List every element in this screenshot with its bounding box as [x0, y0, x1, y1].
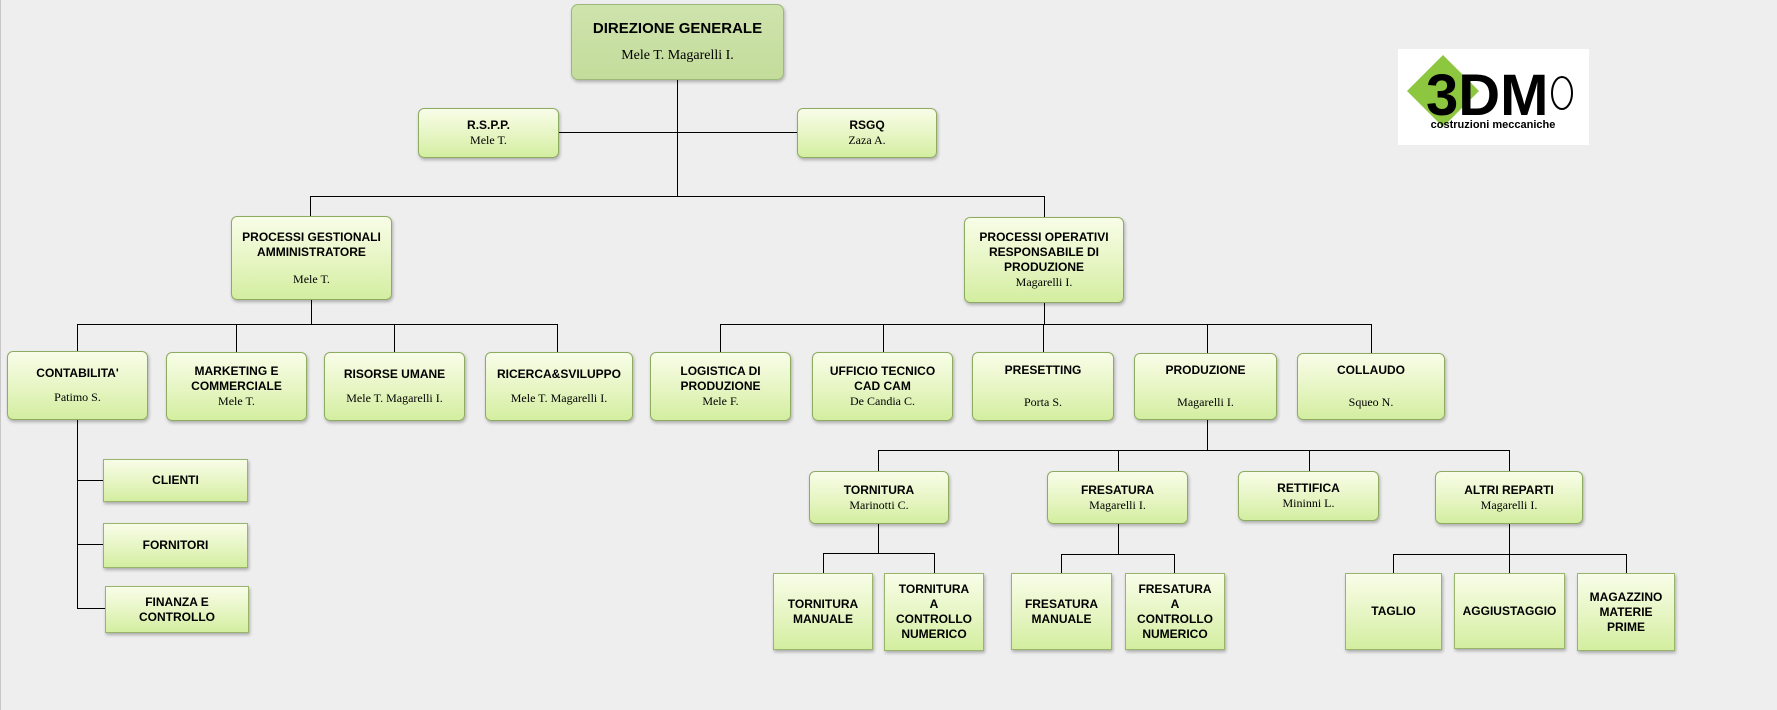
ricerca-sviluppo-box: RICERCA&SVILUPPO Mele T. Magarelli I. — [485, 352, 633, 421]
box-name: Porta S. — [1023, 395, 1062, 409]
box-name: Mele T. — [470, 133, 507, 147]
box-name: Mininni L. — [1282, 496, 1335, 510]
contabilita-box: CONTABILITA' Patimo S. — [7, 351, 148, 420]
box-name: Mele T. Magarelli I. — [621, 47, 734, 63]
fornitori-box: FORNITORI — [103, 523, 248, 568]
box-title: FINANZA E CONTROLLO — [139, 594, 215, 624]
box-title: FRESATURA A CONTROLLO NUMERICO — [1137, 581, 1213, 641]
box-title: TORNITURA — [843, 482, 915, 497]
box-title: TAGLIO — [1371, 604, 1416, 618]
box-name: Patimo S. — [54, 390, 101, 404]
marketing-commerciale-box: MARKETING E COMMERCIALE Mele T. — [166, 352, 307, 421]
aggiustaggio-box: AGGIUSTAGGIO — [1454, 573, 1565, 649]
box-name: Squeo N. — [1348, 395, 1394, 409]
ufficio-tecnico-box: UFFICIO TECNICO CAD CAM De Candia C. — [812, 352, 953, 421]
box-title: LOGISTICA DI PRODUZIONE — [680, 364, 761, 393]
box-title: RISORSE UMANE — [343, 367, 446, 381]
box-title: RETTIFICA — [1277, 481, 1340, 495]
box-title: PROCESSI OPERATIVI RESPONSABILE DI PRODU… — [979, 230, 1109, 274]
processi-operativi-box: PROCESSI OPERATIVI RESPONSABILE DI PRODU… — [964, 217, 1124, 303]
rsgq-box: RSGQ Zaza A. — [797, 108, 937, 158]
taglio-box: TAGLIO — [1345, 573, 1442, 650]
rspp-box: R.S.P.P. Mele T. — [418, 108, 559, 158]
altri-reparti-box: ALTRI REPARTI Magarelli I. — [1435, 471, 1583, 524]
fresatura-manuale-box: FRESATURA MANUALE — [1011, 573, 1112, 650]
magazzino-materie-prime-box: MAGAZZINO MATERIE PRIME — [1577, 573, 1675, 651]
clienti-box: CLIENTI — [103, 459, 248, 502]
box-title: FRESATURA MANUALE — [1024, 596, 1099, 626]
finanza-controllo-box: FINANZA E CONTROLLO — [105, 586, 249, 633]
logistica-produzione-box: LOGISTICA DI PRODUZIONE Mele F. — [650, 352, 791, 421]
box-title: FORNITORI — [142, 538, 209, 552]
box-title: PRESETTING — [1004, 363, 1082, 377]
direzione-generale-box: DIREZIONE GENERALE Mele T. Magarelli I. — [571, 4, 784, 80]
box-name: Mele T. Magarelli I. — [510, 391, 608, 405]
box-name: Mele T. — [293, 271, 330, 286]
box-title: CONTABILITA' — [36, 366, 119, 380]
box-name: Mele T. Magarelli I. — [346, 391, 443, 405]
box-title: R.S.P.P. — [467, 118, 510, 132]
box-title: PROCESSI GESTIONALI AMMINISTRATORE — [242, 229, 381, 259]
box-title: UFFICIO TECNICO CAD CAM — [829, 364, 936, 393]
box-title: PRODUZIONE — [1165, 363, 1246, 377]
box-name: De Candia C. — [850, 394, 915, 408]
box-title: ALTRI REPARTI — [1464, 482, 1554, 497]
tornitura-box: TORNITURA Marinotti C. — [809, 471, 949, 524]
logo-swoosh — [1551, 76, 1573, 110]
presetting-box: PRESETTING Porta S. — [972, 352, 1114, 421]
box-title: CLIENTI — [152, 473, 199, 487]
box-name: Mele T. — [218, 394, 255, 408]
box-name: Mele F. — [702, 394, 739, 408]
box-name: Magarelli I. — [1480, 497, 1538, 512]
logo-text: 3DM — [1426, 63, 1548, 128]
box-title: RSGQ — [849, 118, 885, 132]
logo-graphic: 3DM costruzioni meccaniche — [1407, 55, 1573, 131]
box-name: Magarelli I. — [1089, 497, 1146, 512]
company-logo: 3DM costruzioni meccaniche — [1398, 49, 1589, 145]
window-left-edge — [0, 0, 1, 710]
box-title: MAGAZZINO MATERIE PRIME — [1589, 589, 1663, 634]
logo-diamond — [1407, 55, 1479, 127]
box-name: Magarelli I. — [1015, 275, 1073, 289]
produzione-box: PRODUZIONE Magarelli I. — [1134, 353, 1277, 420]
fresatura-cn-box: FRESATURA A CONTROLLO NUMERICO — [1125, 573, 1225, 650]
box-name: Magarelli I. — [1177, 395, 1234, 409]
tornitura-manuale-box: TORNITURA MANUALE — [773, 573, 873, 650]
box-title: TORNITURA MANUALE — [787, 596, 859, 626]
tornitura-cn-box: TORNITURA A CONTROLLO NUMERICO — [884, 573, 984, 651]
box-name: Marinotti C. — [849, 497, 909, 512]
box-title: FRESATURA — [1080, 482, 1155, 497]
box-name: Zaza A. — [848, 133, 886, 147]
box-title: MARKETING E COMMERCIALE — [191, 364, 282, 393]
box-title: AGGIUSTAGGIO — [1462, 603, 1557, 618]
processi-gestionali-box: PROCESSI GESTIONALI AMMINISTRATORE Mele … — [231, 216, 392, 300]
box-title: RICERCA&SVILUPPO — [496, 367, 621, 381]
fresatura-box: FRESATURA Magarelli I. — [1047, 471, 1188, 524]
box-title: COLLAUDO — [1337, 363, 1405, 377]
rettifica-box: RETTIFICA Mininni L. — [1238, 471, 1379, 521]
logo-subtitle: costruzioni meccaniche — [1431, 119, 1556, 131]
box-title: DIREZIONE GENERALE — [592, 19, 763, 37]
collaudo-box: COLLAUDO Squeo N. — [1297, 353, 1445, 420]
box-title: TORNITURA A CONTROLLO NUMERICO — [896, 582, 972, 641]
risorse-umane-box: RISORSE UMANE Mele T. Magarelli I. — [324, 352, 465, 421]
